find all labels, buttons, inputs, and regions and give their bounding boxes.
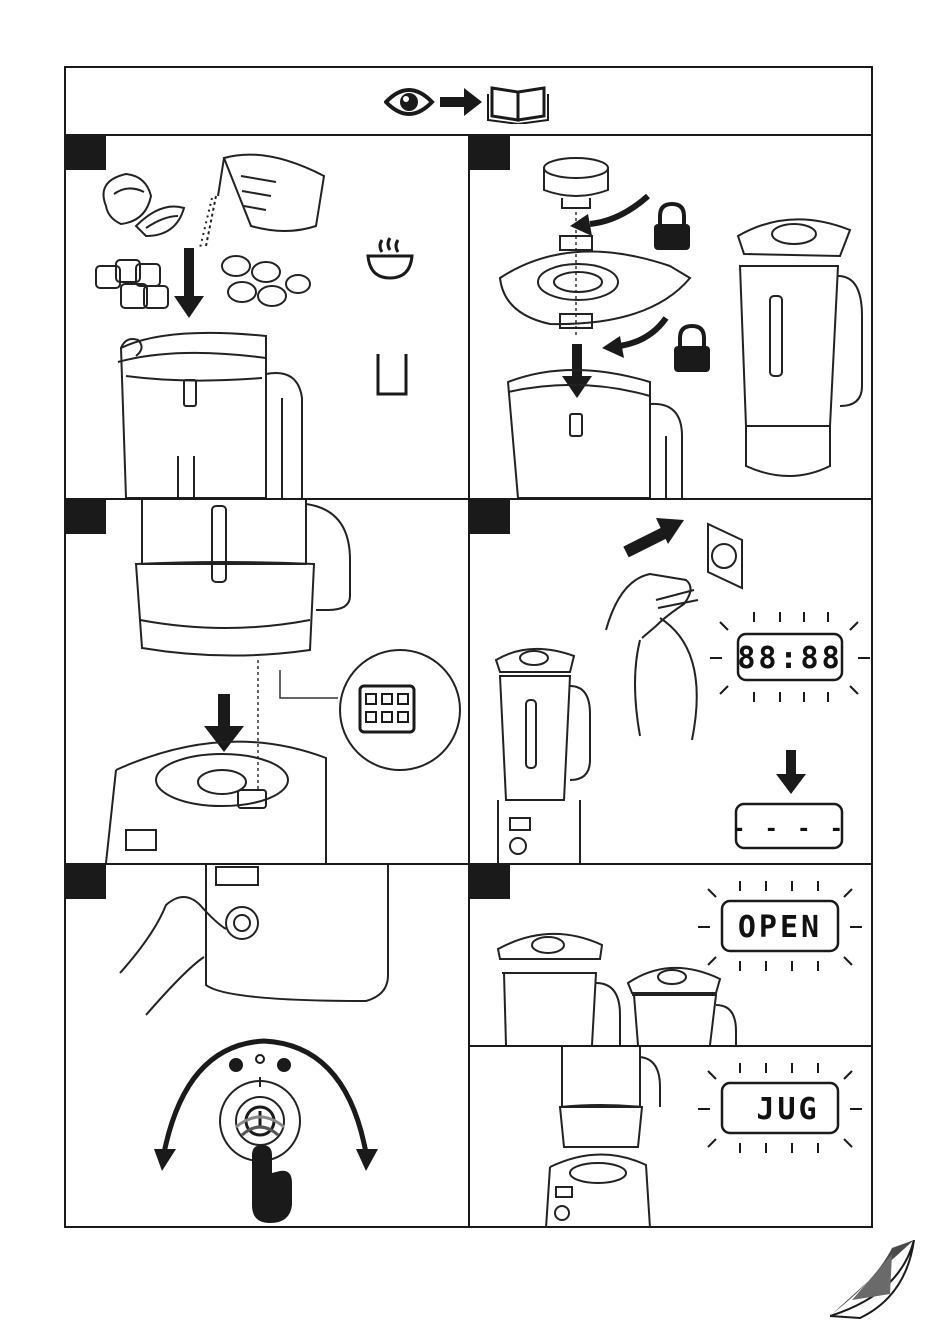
display-jug: JUG bbox=[698, 1063, 862, 1153]
base-with-hand-illustration bbox=[120, 865, 388, 1015]
base-no-jug-illustration bbox=[546, 1047, 660, 1228]
jug-above-base-illustration bbox=[136, 500, 350, 656]
measuring-jug-illustration bbox=[200, 155, 324, 248]
display-idle: - - - - bbox=[732, 804, 846, 848]
arrow-right-icon bbox=[440, 88, 482, 116]
onion-illustration bbox=[104, 174, 185, 236]
lock-icon bbox=[674, 326, 710, 372]
hand-plug-illustration bbox=[606, 574, 698, 740]
assembled-jug-illustration bbox=[738, 219, 862, 476]
display-open: OPEN bbox=[698, 881, 862, 971]
display-text: - - - - bbox=[732, 817, 846, 842]
eye-icon bbox=[386, 90, 432, 114]
display-text: 88:88 bbox=[737, 641, 842, 676]
lock-icon bbox=[654, 204, 690, 250]
display-88-88: 88:88 bbox=[710, 612, 870, 702]
jug-lid-closed-illustration bbox=[628, 968, 736, 1045]
lid-cap-illustration bbox=[544, 158, 608, 208]
panel-step-3 bbox=[66, 500, 468, 863]
panel-step-6b: JUG bbox=[470, 1047, 871, 1228]
wall-socket-icon bbox=[708, 524, 742, 588]
sliced-vegetables-illustration bbox=[222, 256, 310, 306]
panel-step-6a: OPEN bbox=[470, 865, 871, 1045]
base-unit-illustration bbox=[106, 742, 326, 863]
jug-open-illustration bbox=[508, 370, 682, 498]
blender-jug-illustration bbox=[118, 333, 302, 498]
soup-bowl-icon bbox=[368, 238, 412, 278]
down-arrow-icon bbox=[174, 248, 204, 318]
down-arrow-icon bbox=[776, 750, 806, 794]
jug-lid-open-illustration bbox=[498, 934, 620, 1045]
rotate-arrow-icon bbox=[570, 196, 648, 236]
book-icon bbox=[488, 88, 548, 124]
display-text: JUG bbox=[756, 1092, 819, 1127]
connector-icon bbox=[340, 650, 460, 770]
blender-full-illustration bbox=[496, 649, 590, 863]
rotate-arrow-icon bbox=[602, 318, 666, 358]
mode-indicators bbox=[229, 1055, 291, 1072]
display-text: OPEN bbox=[738, 910, 822, 945]
panel-step-5 bbox=[66, 865, 468, 1228]
panel-step-1 bbox=[66, 136, 468, 498]
cup-icon bbox=[378, 354, 406, 394]
header bbox=[66, 68, 871, 136]
instruction-sheet: 88:88 - - - - bbox=[64, 66, 873, 1228]
plug-in-arrow-icon bbox=[626, 518, 684, 552]
page-turn-icon bbox=[830, 1240, 930, 1324]
read-manual-instruction bbox=[384, 80, 554, 124]
panel-step-2 bbox=[470, 136, 871, 498]
ice-cubes-illustration bbox=[96, 260, 168, 308]
panel-step-4: 88:88 - - - - bbox=[470, 500, 871, 863]
